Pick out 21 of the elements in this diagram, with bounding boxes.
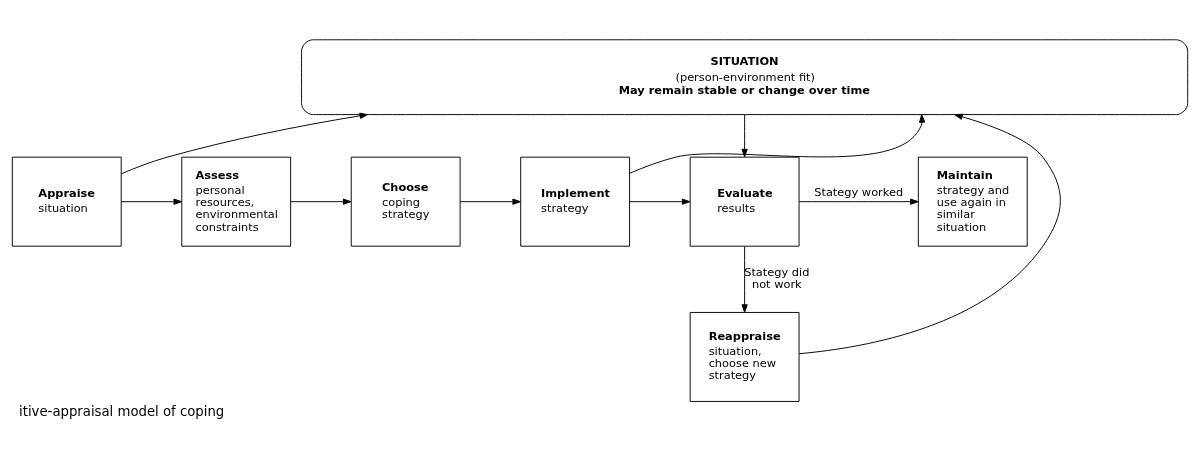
node-box: Appraise situation bbox=[11, 156, 122, 247]
node-box: SITUATION (person-environment fit) May remain stable or change over time bbox=[301, 38, 1189, 115]
arrow bbox=[741, 245, 748, 313]
node-box: Evaluate results bbox=[689, 156, 800, 247]
node-box: Choose coping strategy bbox=[350, 156, 461, 247]
arrow bbox=[798, 113, 1061, 354]
arrow bbox=[120, 112, 369, 174]
edge-label: Stategy did not work bbox=[744, 264, 810, 291]
node-box: Reappraise situation, choose new strategy bbox=[689, 311, 800, 402]
node-box: Assess personal resources, environmental constraints bbox=[181, 156, 292, 247]
node-box: Maintain strategy and use again in similar situation bbox=[917, 156, 1028, 247]
arrow bbox=[798, 198, 919, 205]
edge-label: Stategy worked bbox=[814, 184, 904, 199]
caption: itive-appraisal model of coping bbox=[19, 403, 225, 419]
arrow bbox=[120, 198, 182, 205]
arrow bbox=[741, 113, 748, 157]
node-box: Implement strategy bbox=[520, 156, 631, 247]
arrow bbox=[290, 198, 352, 205]
arrow bbox=[629, 198, 691, 205]
arrow bbox=[459, 198, 521, 205]
arrow bbox=[629, 113, 926, 174]
